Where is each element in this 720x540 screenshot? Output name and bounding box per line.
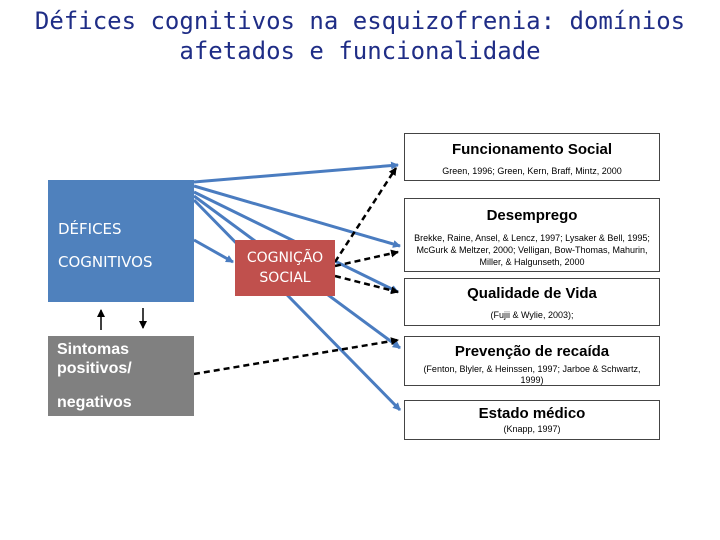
title-line-1: Défices cognitivos na esquizofrenia: dom… [34,7,686,35]
outcome-label: Funcionamento Social [451,141,613,158]
arrow-deficits-unemployment [193,184,401,248]
outcome-ref: Green, 1996; Green, Kern, Braff, Mintz, … [442,166,622,176]
outcome-label: Desemprego [486,207,578,224]
arrow-deficits-medical [192,198,402,412]
deficits-line-2: COGNITIVOS [58,253,153,271]
deficits-box: DÉFICES COGNITIVOS [48,180,194,302]
symptoms-line-2: positivos/ [57,360,132,377]
symptoms-box: Sintomas positivos/ negativos [48,336,194,416]
outcome-label: Estado médico [478,405,586,422]
outcome-label: Prevenção de recaída [454,343,610,360]
title-line-2: afetados e funcionalidade [179,37,541,65]
arrow-deficits-social [193,161,399,184]
outcome-social-functioning: Funcionamento Social Green, 1996; Green,… [404,133,660,181]
outcome-relapse-prevention: Prevenção de recaída (Fenton, Blyler, & … [404,336,660,386]
social-cognition-box: COGNIÇÃO SOCIAL [235,240,335,296]
outcome-unemployment: Desemprego Brekke, Raine, Ansel, & Lencz… [404,198,660,272]
symptoms-line-1: Sintomas [57,341,130,358]
dashed-symptoms-relapse [193,337,399,376]
dashed-cognition-quality [334,274,399,295]
outcome-quality-of-life: Qualidade de Vida (Fujii & Wylie, 2003); [404,278,660,326]
arrow-deficits-cognition [193,238,234,264]
symptoms-line-3: negativos [57,394,132,411]
page-title: Défices cognitivos na esquizofrenia: dom… [0,6,720,66]
dashed-cognition-unemployment [334,249,399,268]
outcome-ref: (Knapp, 1997) [503,424,561,434]
outcome-ref: (Fenton, Blyler, & Heinssen, 1997; Jarbo… [423,364,641,385]
dashed-cognition-social [333,167,398,263]
cognition-line-1: COGNIÇÃO [246,250,324,266]
cognition-line-2: SOCIAL [259,270,311,286]
outcome-label: Qualidade de Vida [467,285,597,302]
outcome-ref: Brekke, Raine, Ansel, & Lencz, 1997; Lys… [414,233,650,267]
deficits-line-1: DÉFICES [58,220,122,238]
outcome-medical-status: Estado médico (Knapp, 1997) [404,400,660,440]
outcome-ref: (Fujii & Wylie, 2003); [490,310,574,320]
